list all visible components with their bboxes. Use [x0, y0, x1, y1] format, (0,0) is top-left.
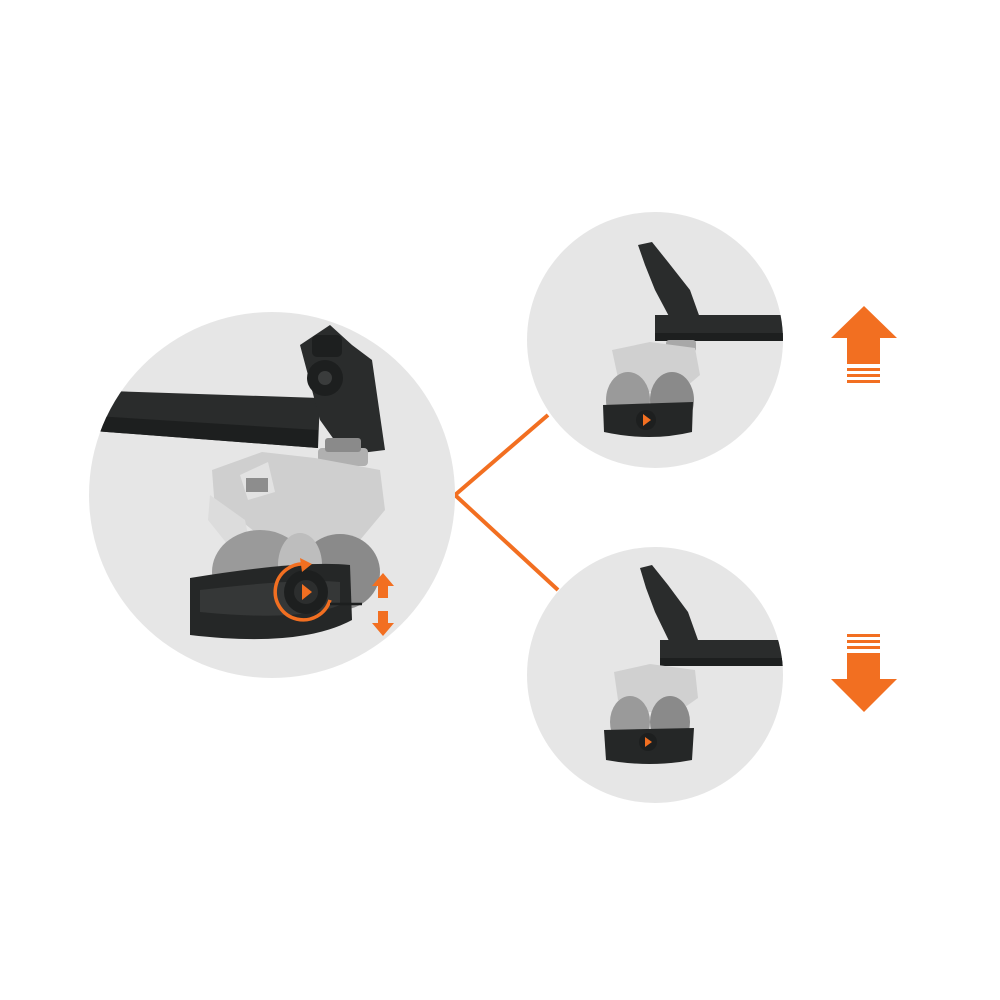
- connector-lines: [453, 413, 560, 592]
- down-arrow-icon: [831, 634, 897, 712]
- connector-line-top: [453, 413, 550, 497]
- caster-wheel-icon: [89, 325, 385, 640]
- connector-line-bottom: [453, 493, 560, 592]
- raised-state-circle: [527, 212, 783, 468]
- up-down-arrow-icon: [372, 573, 394, 636]
- up-arrow-icon: [831, 306, 897, 383]
- caster-wheel-icon: [603, 242, 783, 437]
- lowered-state-circle: [527, 547, 783, 803]
- caster-wheel-icon: [604, 565, 783, 764]
- main-detail-circle: [89, 312, 455, 678]
